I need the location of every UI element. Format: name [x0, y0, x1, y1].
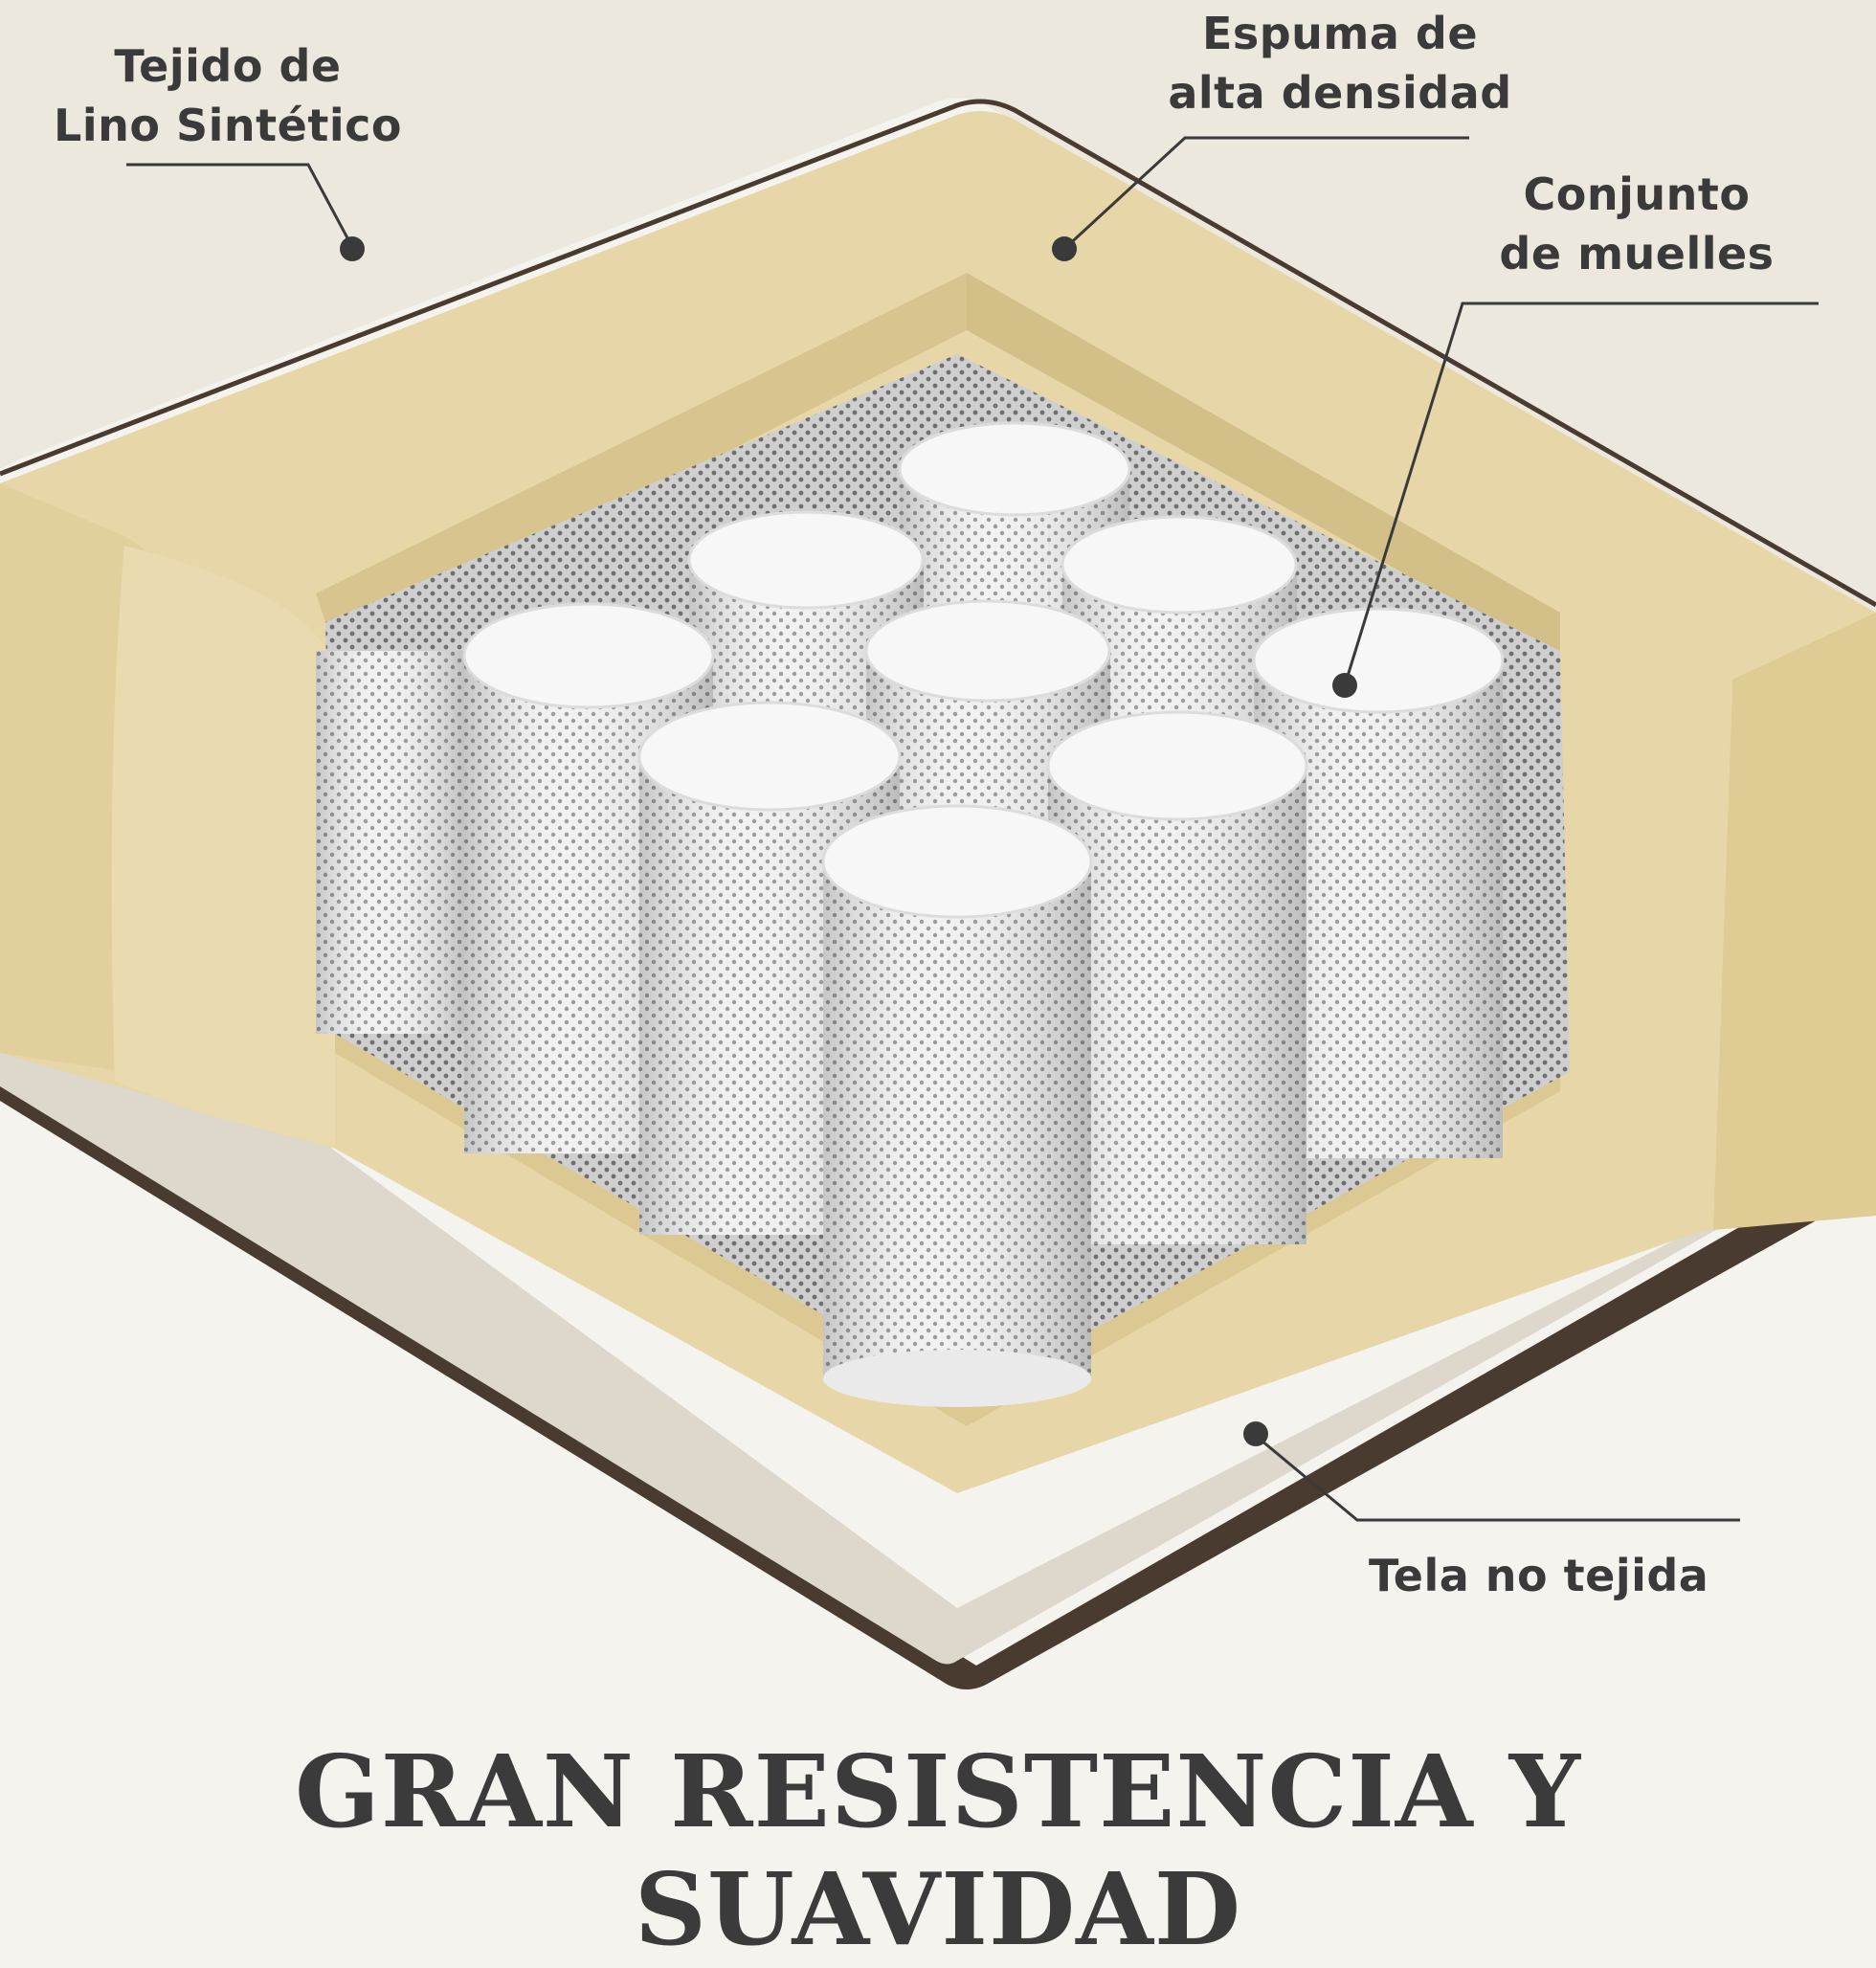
label-line: Espuma de	[1201, 8, 1479, 59]
label-synthetic-linen-fabric: Tejido de Lino Sintético	[46, 36, 410, 155]
headline: GRAN RESISTENCIA Y SUAVIDAD	[294, 1733, 1582, 1968]
label-line: Conjunto	[1523, 168, 1751, 220]
label-spring-unit: Conjunto de muelles	[1493, 165, 1780, 283]
spring-coils	[316, 421, 1505, 1407]
spring-coil	[821, 804, 1093, 1407]
foam-bottom-slab-top	[335, 1015, 1560, 1426]
label-nonwoven-fabric: Tela no tejida	[1369, 1546, 1752, 1605]
fabric-top-layer	[0, 0, 1876, 613]
label-line: Tela no tejida	[1369, 1550, 1709, 1601]
label-line: de muelles	[1499, 228, 1775, 280]
leader-fabric	[126, 163, 365, 261]
marker-dot	[340, 236, 365, 261]
mattress-top-edge	[0, 99, 1876, 608]
leader-springs	[1332, 302, 1819, 698]
label-high-density-foam: Espuma de alta densidad	[1149, 4, 1531, 123]
foam-right-rounded	[1543, 660, 1732, 1244]
label-line: Lino Sintético	[54, 100, 402, 151]
leader-nonwoven	[1243, 1421, 1740, 1522]
label-line: alta densidad	[1168, 67, 1512, 119]
nonwoven-fabric	[0, 1048, 1876, 1665]
foam-inner-wall-left	[316, 273, 967, 651]
mattress-cutaway-diagram	[0, 0, 1876, 1689]
foam-right-slab	[1713, 613, 1876, 1230]
spring-coil	[316, 651, 469, 1034]
foam-left-rounded	[111, 546, 336, 1149]
label-line: Tejido de	[114, 40, 342, 92]
marker-dot	[1332, 673, 1357, 698]
leader-foam	[1052, 136, 1469, 261]
nonwoven-layer	[0, 1062, 1876, 1689]
marker-dot	[1243, 1421, 1268, 1446]
foam-bottom-slab	[335, 1043, 1560, 1474]
foam-inner-wall-right	[967, 273, 1560, 660]
marker-dot	[1052, 236, 1077, 261]
